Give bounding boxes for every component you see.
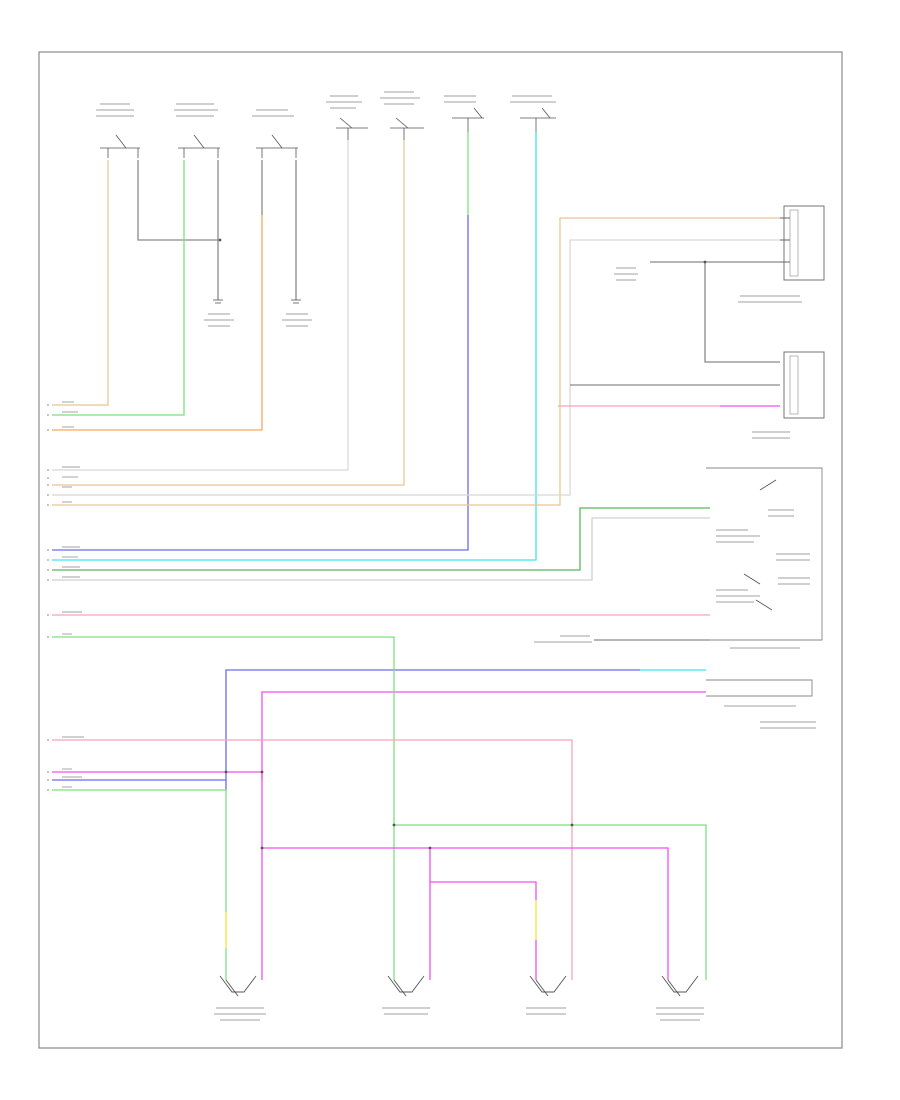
switch-symbol — [178, 134, 220, 158]
wire-gray-1 — [137, 160, 220, 241]
wire-magenta-2 — [261, 691, 706, 780]
wire-green-6 — [394, 824, 707, 980]
lower-right-wires — [225, 639, 710, 790]
connector-top-right — [780, 205, 825, 281]
connector-mid-right — [783, 351, 825, 419]
wire-blue-2 — [225, 669, 640, 790]
wire-tan-3 — [52, 217, 780, 506]
wire-blue-1 — [52, 215, 469, 551]
ground-captions — [204, 313, 312, 327]
motor-symbol — [661, 975, 699, 997]
lower-wires — [52, 636, 707, 980]
motor-symbol — [387, 975, 425, 997]
left-wire-tags — [62, 401, 84, 788]
left-pin-markers — [47, 404, 49, 791]
wire-green-1 — [52, 160, 185, 416]
wire-orange-1 — [52, 215, 263, 431]
motor-symbols — [219, 975, 699, 997]
wire-gray-7 — [704, 262, 780, 363]
switch-symbol — [336, 117, 368, 140]
wire-lightgray-2 — [52, 239, 780, 496]
wire-cyan-1 — [52, 132, 537, 561]
wire-magenta-4 — [262, 847, 669, 980]
wire-magenta-6 — [430, 881, 537, 980]
motor-symbol — [219, 975, 257, 997]
diagram-frame — [38, 51, 843, 1049]
wire-green-4 — [52, 636, 395, 980]
harness-wires — [52, 217, 780, 616]
motor-symbol — [529, 975, 567, 997]
wire-tan-1 — [52, 160, 109, 406]
wire-green-5 — [52, 789, 227, 980]
ground-symbols — [213, 299, 301, 304]
switch-symbol — [100, 134, 140, 158]
switch-symbol — [452, 107, 484, 132]
switch-box-right — [706, 467, 823, 697]
wire-tan-2 — [52, 140, 405, 486]
yellow-segments — [225, 900, 537, 948]
wire-lightgray-3 — [52, 517, 710, 581]
top-captions — [96, 91, 556, 117]
top-switches — [100, 107, 556, 158]
wire-pink-3 — [52, 739, 573, 980]
bottom-captions — [214, 1007, 704, 1021]
switch-symbol — [256, 134, 298, 158]
switch-symbol — [390, 117, 424, 140]
splice-dots — [218, 238, 707, 850]
right-captions — [534, 267, 816, 729]
wire-magenta-3 — [52, 771, 263, 980]
top-wires — [52, 132, 537, 561]
switch-symbol — [520, 107, 556, 132]
wire-lightgray-1 — [52, 140, 349, 471]
wire-green-3 — [52, 507, 710, 571]
